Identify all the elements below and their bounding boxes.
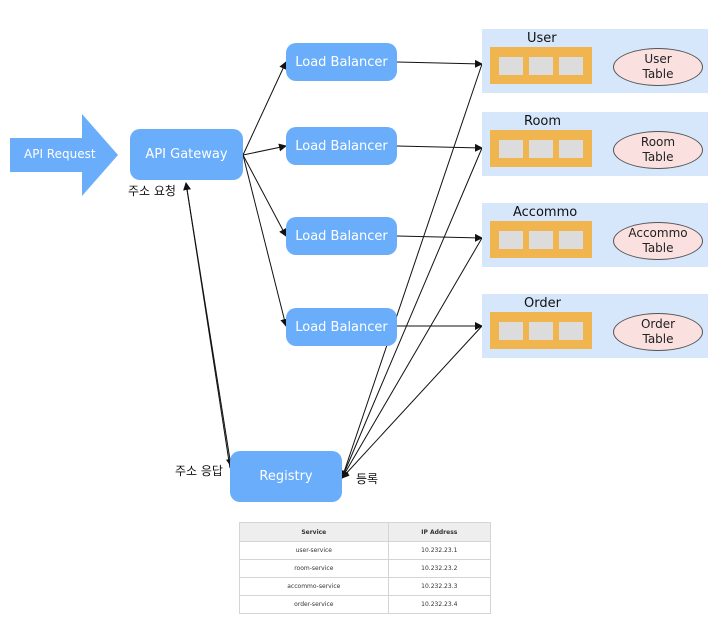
service-cell: accommo-service xyxy=(239,577,389,596)
instance-box xyxy=(529,57,553,75)
registry-node: Registry xyxy=(230,451,342,502)
database-table: Accommo Table xyxy=(613,222,703,260)
edge-lb1-user xyxy=(396,59,483,68)
load-balancer-node: Load Balancer xyxy=(286,127,397,165)
table-row: room-service 10.232.23.2 xyxy=(239,559,492,578)
service-instances xyxy=(490,47,592,84)
service-title: Room xyxy=(524,114,562,129)
api-request-label: API Request xyxy=(24,147,96,161)
instance-box xyxy=(529,140,553,158)
address-request-label: 주소 요청 xyxy=(128,184,176,198)
table-row: order-service 10.232.23.4 xyxy=(239,595,492,614)
address-response-label: 주소 응답 xyxy=(175,464,223,478)
edge-accommo-registry xyxy=(341,237,483,479)
table-header-row: Service IP Address xyxy=(239,522,492,542)
load-balancer-node: Load Balancer xyxy=(286,217,397,255)
service-instances xyxy=(490,312,592,349)
service-cell: order-service xyxy=(239,595,389,614)
service-title: Accommo xyxy=(513,205,578,220)
instance-box xyxy=(559,231,583,249)
instance-box xyxy=(499,322,523,340)
edge-user-registry xyxy=(340,63,483,479)
edge-order-registry xyxy=(341,325,483,479)
instance-box xyxy=(559,322,583,340)
service-panel-room: Room Room Table xyxy=(482,112,708,176)
instance-box xyxy=(529,322,553,340)
table-row: user-service 10.232.23.1 xyxy=(239,541,492,560)
service-panel-user: User User Table xyxy=(482,29,708,93)
instance-box xyxy=(559,57,583,75)
instance-box xyxy=(499,231,523,249)
database-table: User Table xyxy=(613,48,703,86)
instance-box xyxy=(499,57,523,75)
edge-gateway-lb3 xyxy=(242,154,287,237)
register-label: 등록 xyxy=(356,472,379,486)
service-cell: user-service xyxy=(239,541,389,560)
database-table: Room Table xyxy=(613,131,703,169)
load-balancer-node: Load Balancer xyxy=(286,308,397,346)
edge-gateway-lb2 xyxy=(242,143,287,156)
table-row: accommo-service 10.232.23.3 xyxy=(239,577,492,596)
instance-box xyxy=(499,140,523,158)
ip-cell: 10.232.23.4 xyxy=(387,595,492,614)
registry-table: Service IP Address user-service 10.232.2… xyxy=(239,522,492,614)
edge-gateway-lb4 xyxy=(242,154,289,327)
ip-cell: 10.232.23.3 xyxy=(387,577,492,596)
service-panel-accommo: Accommo Accommo Table xyxy=(482,203,708,267)
service-cell: room-service xyxy=(239,559,389,578)
api-gateway-node: API Gateway xyxy=(130,129,243,180)
api-request-arrow: API Request xyxy=(10,114,118,196)
service-panel-order: Order Order Table xyxy=(482,294,708,358)
service-instances xyxy=(490,221,592,258)
service-instances xyxy=(490,130,592,167)
edge-lb2-room xyxy=(396,143,483,152)
ip-cell: 10.232.23.2 xyxy=(387,559,492,578)
column-header-service: Service xyxy=(239,522,389,542)
database-table: Order Table xyxy=(613,313,703,351)
edge-registry-gateway xyxy=(183,182,231,469)
instance-box xyxy=(559,140,583,158)
service-title: User xyxy=(527,31,557,46)
edge-room-registry xyxy=(341,147,483,479)
load-balancer-node: Load Balancer xyxy=(286,43,397,81)
service-title: Order xyxy=(524,296,561,311)
column-header-ip: IP Address xyxy=(387,522,492,542)
edge-lb3-accommo xyxy=(396,233,483,242)
instance-box xyxy=(529,231,553,249)
ip-cell: 10.232.23.1 xyxy=(387,541,492,560)
edge-gateway-lb1 xyxy=(242,61,287,156)
